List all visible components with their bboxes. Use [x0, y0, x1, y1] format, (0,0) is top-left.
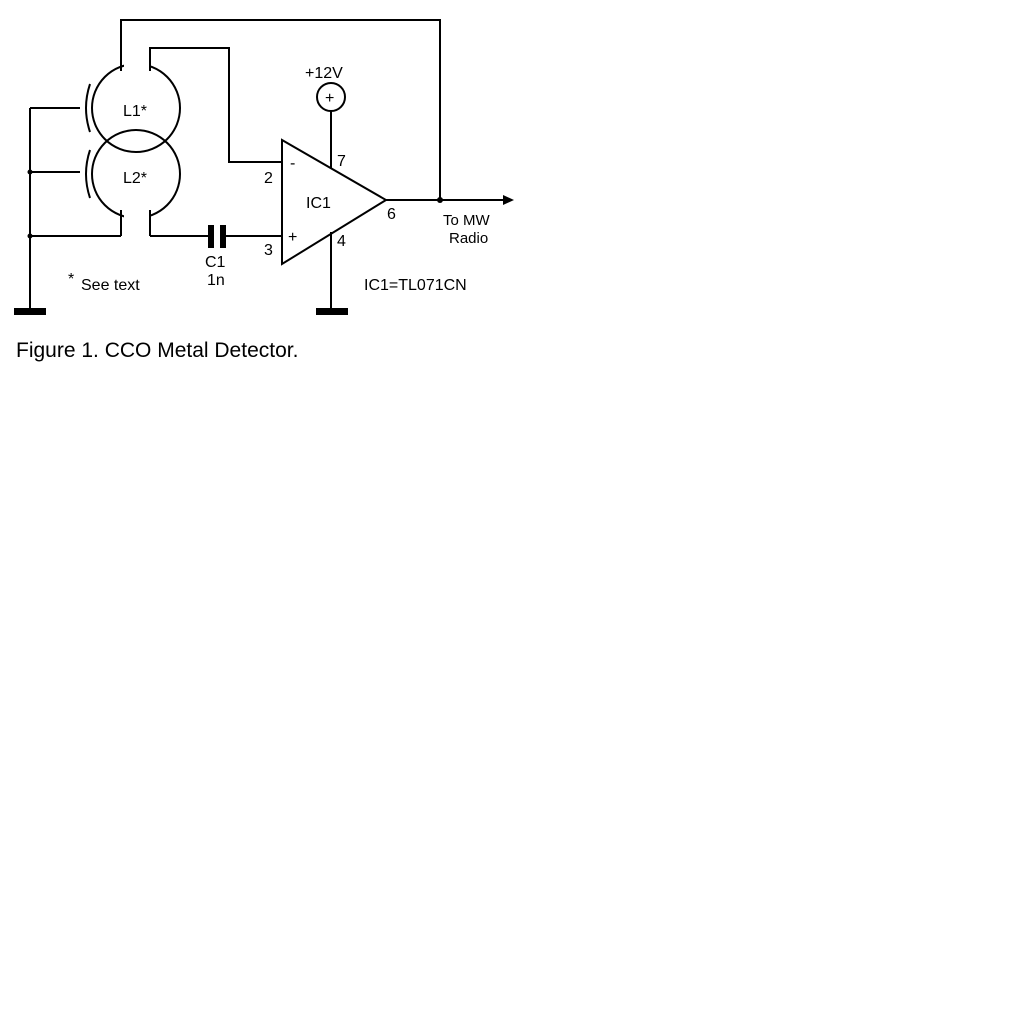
ground-symbol-right: [316, 308, 348, 315]
coil-l2: [85, 129, 181, 236]
ic-name-label: IC1: [306, 195, 331, 212]
output-label-line1: To MW: [443, 212, 491, 229]
supply-plus-sign: +: [325, 90, 334, 107]
capacitor-c1-plate-b: [220, 225, 226, 248]
pin-3-label: 3: [264, 242, 273, 259]
junction-dot: [437, 197, 443, 203]
junction-dot: [27, 233, 33, 239]
pin-6-label: 6: [387, 206, 396, 223]
coil-l1-label: L1*: [123, 103, 147, 120]
cap-name-label: C1: [205, 254, 226, 271]
ground-symbol-left: [14, 308, 46, 315]
coil-l1: [85, 58, 181, 153]
coil-l2-label: L2*: [123, 170, 147, 187]
output-arrow: [503, 195, 514, 205]
capacitor-c1-plate-a: [208, 225, 214, 248]
junction-dot: [27, 169, 33, 175]
figure-caption: Figure 1. CCO Metal Detector.: [16, 339, 298, 362]
supply-label: +12V: [305, 65, 343, 82]
output-label-line2: Radio: [449, 230, 488, 247]
see-text-label: See text: [81, 277, 140, 294]
see-text-star: *: [68, 271, 74, 288]
opamp-ic1: [281, 138, 388, 266]
pin-7-label: 7: [337, 153, 346, 170]
inverting-input-wire: [149, 47, 282, 163]
inverting-symbol: -: [290, 155, 295, 172]
cap-value-label: 1n: [207, 272, 225, 289]
pin-4-label: 4: [337, 233, 346, 250]
feedback-wire: [120, 19, 441, 200]
noninverting-symbol: +: [288, 229, 297, 246]
pin-2-label: 2: [264, 170, 273, 187]
ic-part-label: IC1=TL071CN: [364, 277, 467, 294]
